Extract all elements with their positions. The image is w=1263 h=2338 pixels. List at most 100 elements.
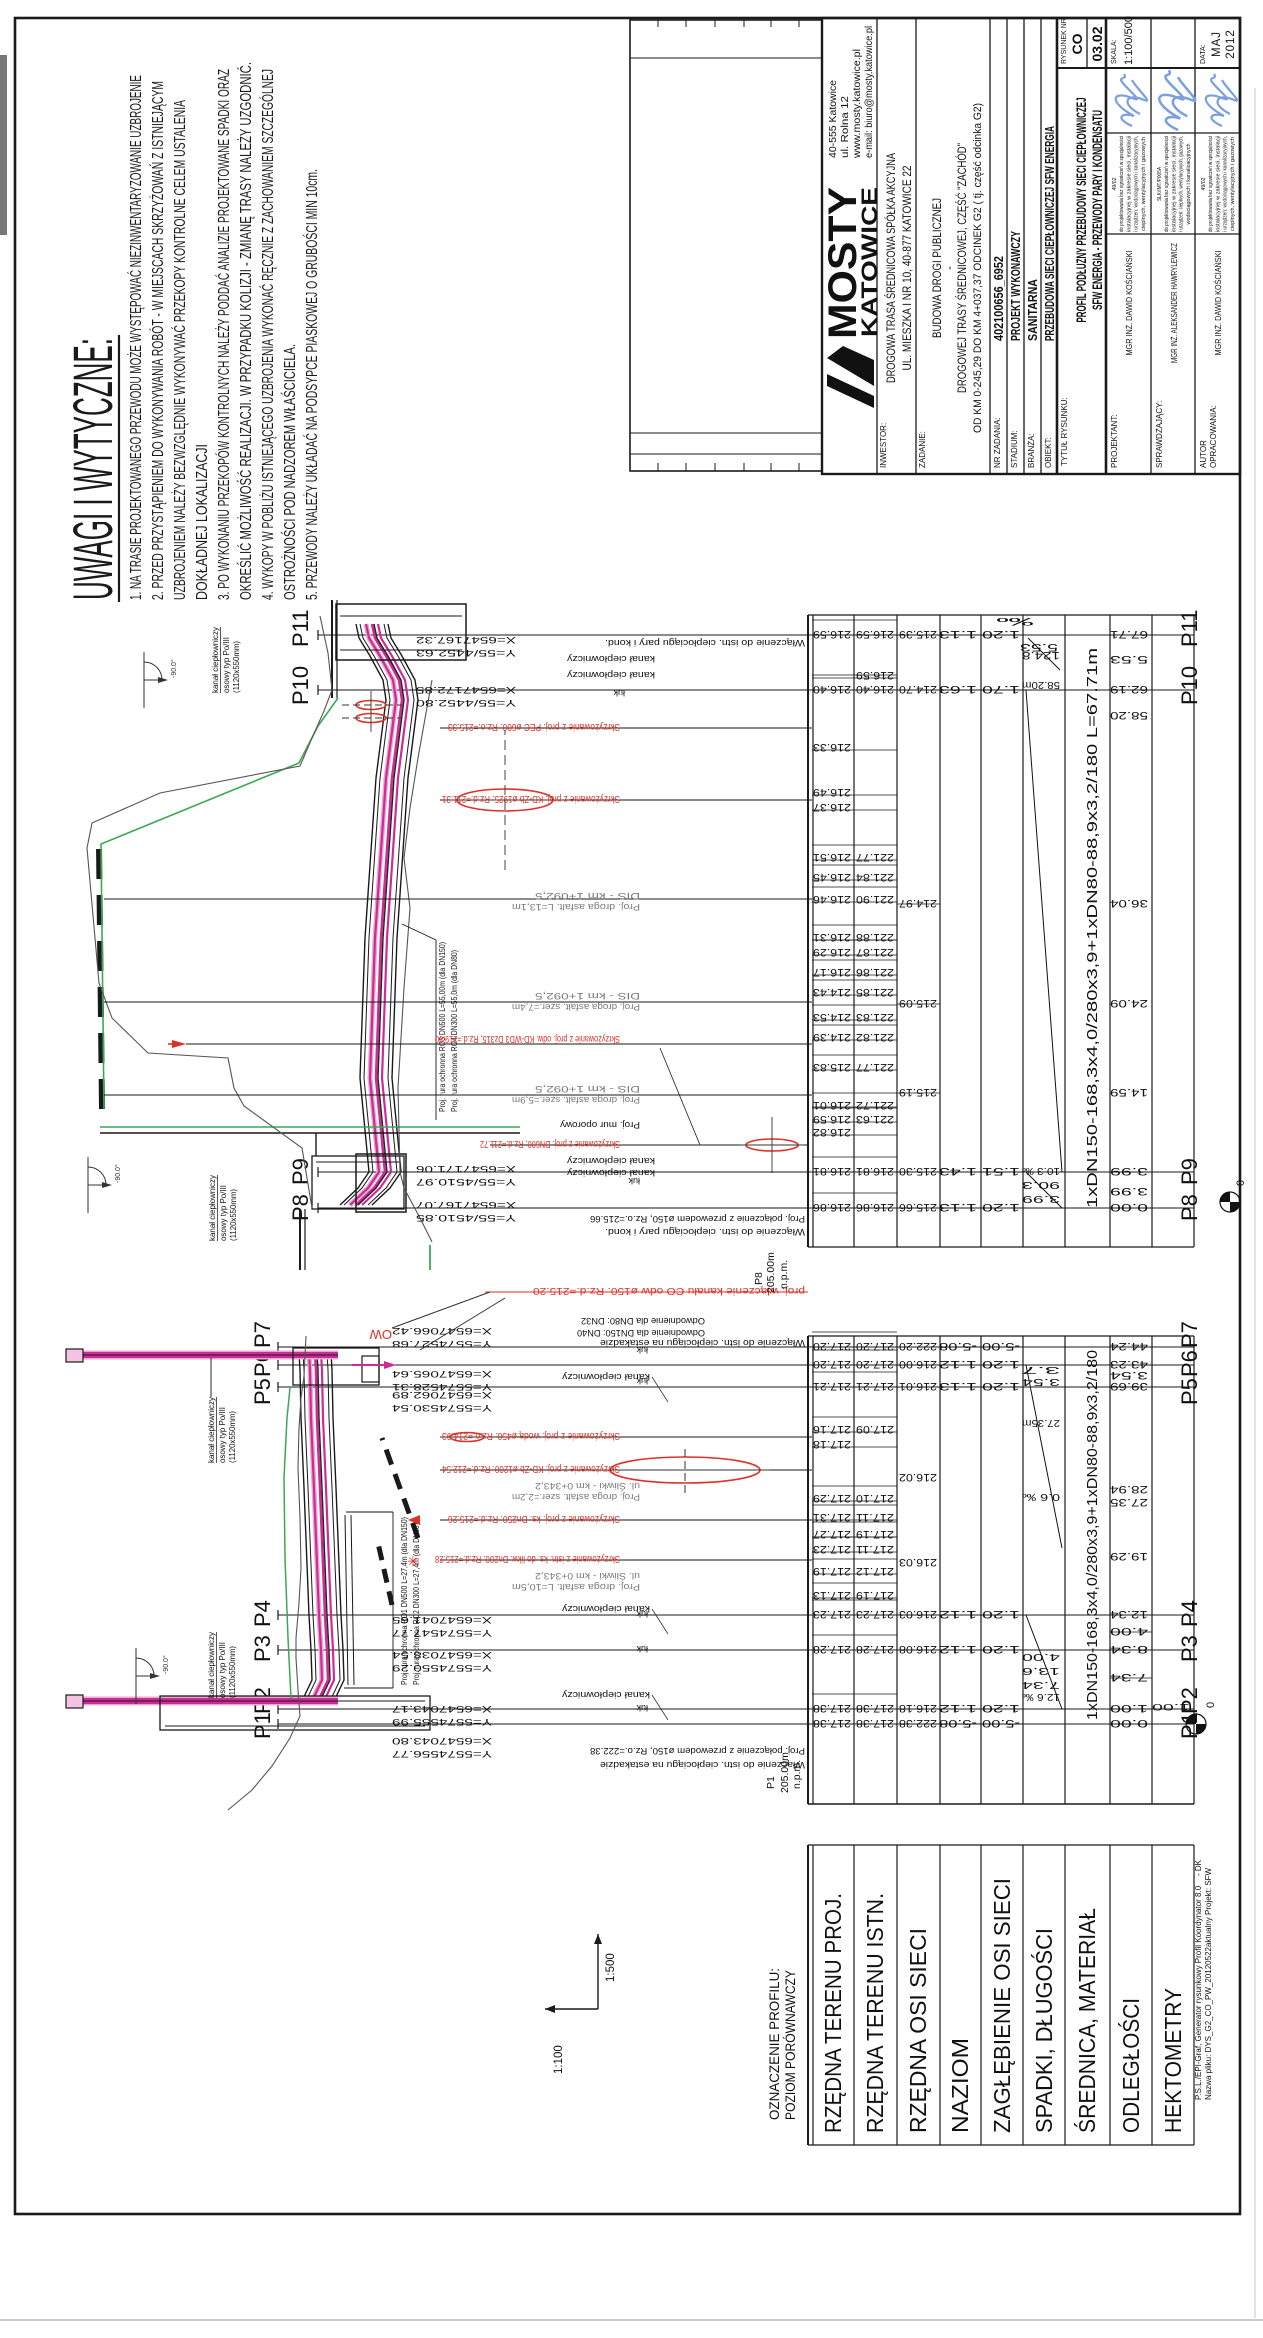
svg-text:216.45: 216.45	[813, 871, 851, 883]
svg-text:1.00: 1.00	[1110, 1702, 1148, 1714]
svg-text:n.p.m.: n.p.m.	[778, 1260, 790, 1289]
svg-text:217.18: 217.18	[813, 1438, 851, 1450]
svg-text:e-mail: biuro@mosty.katowice.p: e-mail: biuro@mosty.katowice.pl	[863, 26, 875, 158]
svg-text:kanał ciepłowniczy: kanał ciepłowniczy	[211, 627, 220, 693]
svg-text:215.66: 215.66	[899, 1201, 937, 1213]
svg-text:44.24: 44.24	[1110, 1340, 1148, 1352]
svg-text:Proj. rura ochronna RO1 DN500: Proj. rura ochronna RO1 DN500 L=27,4m (d…	[400, 1517, 409, 1685]
svg-text:P7: P7	[1177, 1321, 1202, 1348]
svg-text:217.27: 217.27	[813, 1528, 851, 1540]
svg-text:221.77: 221.77	[856, 851, 894, 863]
svg-text:216.86: 216.86	[856, 1201, 894, 1213]
svg-text:214.39: 214.39	[813, 1031, 851, 1043]
svg-text:216.40: 216.40	[856, 683, 894, 695]
svg-text:0.6 ‰: 0.6 ‰	[1022, 1491, 1060, 1502]
svg-text:MGR INŻ. ALEKSANDER HAWRYLEWIC: MGR INŻ. ALEKSANDER HAWRYLEWICZ	[1169, 243, 1179, 363]
svg-text:1.51: 1.51	[982, 1165, 1020, 1177]
svg-text:instalacyjnej w zakresie sieci: instalacyjnej w zakresie sieci, instalac…	[1215, 136, 1221, 232]
svg-text:1.63: 1.63	[939, 683, 977, 695]
svg-text:DROGOWEJ TRASY ŚREDNICOWEJ, CZ: DROGOWEJ TRASY ŚREDNICOWEJ, CZĘŚĆ "ZACHÓ…	[956, 143, 969, 393]
svg-text:Nazwa pliku: DYS_G2_CO_PW_2012: Nazwa pliku: DYS_G2_CO_PW_20120522aktual…	[1204, 1867, 1213, 2100]
svg-text:4.00: 4.00	[1110, 1625, 1148, 1637]
svg-text:MAJ: MAJ	[1211, 31, 1223, 57]
svg-text:216.51: 216.51	[813, 851, 851, 863]
svg-text:1.20: 1.20	[982, 1608, 1020, 1620]
svg-text:P9: P9	[288, 1158, 313, 1185]
svg-text:221.90: 221.90	[856, 893, 894, 905]
svg-text:-: -	[944, 266, 956, 270]
svg-text:X=6547062.89: X=6547062.89	[392, 1390, 492, 1400]
svg-text:1.00: 1.00	[1152, 1702, 1190, 1712]
svg-text:Proj. rura ochronna RO3 DN500: Proj. rura ochronna RO3 DN500 L=55,00m (…	[438, 942, 447, 1112]
svg-text:SPRAWDZAJĄCY:: SPRAWDZAJĄCY:	[1155, 401, 1164, 468]
svg-text:kanał ciepłowniczy: kanał ciepłowniczy	[562, 1603, 650, 1614]
svg-text:Proj. rura ochronna RO2 DN300: Proj. rura ochronna RO2 DN300 L=27,4m (d…	[412, 1523, 421, 1685]
svg-text:Y=55/4452.63: Y=55/4452.63	[416, 648, 516, 658]
svg-text:Skrzyżowanie z proj. KD-Zb ø19: Skrzyżowanie z proj. KD-Zb ø1925. Rz.d.=…	[442, 793, 620, 805]
svg-text:OPRACOWANIA:: OPRACOWANIA:	[1209, 405, 1218, 468]
svg-text:217.28: 217.28	[856, 1643, 894, 1655]
svg-text:OD KM 0-245,29 DO KM 4+037,37: OD KM 0-245,29 DO KM 4+037,37 ODCINEK G2…	[972, 103, 984, 433]
svg-text:DIS - km 1+092,5: DIS - km 1+092,5	[535, 1083, 640, 1094]
svg-text:221.82: 221.82	[856, 1031, 894, 1043]
svg-text:1.12: 1.12	[939, 1702, 977, 1714]
svg-text:217.38: 217.38	[856, 1717, 894, 1729]
svg-text:1.20: 1.20	[982, 628, 1020, 640]
svg-text:8.34: 8.34	[1110, 1643, 1148, 1655]
svg-text:5.53: 5.53	[1110, 653, 1148, 665]
svg-text:instalacyjnej w zakresie sieci: instalacyjnej w zakresie sieci, instalac…	[1126, 136, 1132, 232]
svg-text:P10: P10	[1177, 666, 1202, 705]
svg-text:DATA:: DATA:	[1200, 44, 1207, 64]
svg-text:5. PRZEWODY NALEŻY UKŁADAĆ NA: 5. PRZEWODY NALEŻY UKŁADAĆ NA PODSYPCE P…	[302, 169, 321, 600]
svg-text:216.37: 216.37	[813, 801, 851, 813]
svg-text:Y=5574530.54: Y=5574530.54	[392, 1403, 492, 1413]
svg-text:217.11: 217.11	[856, 1511, 894, 1523]
svg-text:27.35m: 27.35m	[1022, 1417, 1060, 1428]
svg-text:216.08: 216.08	[899, 1643, 937, 1655]
svg-text:(1120x550mm): (1120x550mm)	[228, 1411, 237, 1463]
svg-text:P10: P10	[288, 666, 313, 705]
svg-text:216.00: 216.00	[899, 1358, 937, 1370]
svg-text:Y=5574550.29: Y=5574550.29	[392, 1663, 492, 1673]
svg-text:PROFIL PODŁUZNY PRZEBUDOWY SIE: PROFIL PODŁUZNY PRZEBUDOWY SIECI CIEPŁOW…	[1074, 98, 1089, 323]
svg-text:RYSUNEK NR:: RYSUNEK NR:	[1061, 16, 1068, 64]
svg-text:216.81: 216.81	[813, 1165, 851, 1177]
svg-text:P7: P7	[250, 1321, 275, 1348]
svg-text:ŚREDNICA, MATERIAŁ: ŚREDNICA, MATERIAŁ	[1073, 1908, 1100, 2133]
svg-text:216.59: 216.59	[813, 628, 851, 640]
svg-text:Proj. droga asfalt. L=13,1m: Proj. droga asfalt. L=13,1m	[512, 901, 640, 912]
svg-text:(1120x550mm): (1120x550mm)	[229, 1189, 238, 1241]
svg-text:Skrzyżowanie z proj. wodą ø450: Skrzyżowanie z proj. wodą ø450. Rz.o.=21…	[442, 1430, 620, 1442]
svg-text:Proj. droga asfalt. szer.=7,4m: Proj. droga asfalt. szer.=7,4m	[512, 1001, 640, 1012]
svg-text:1. NA TRASIE PROJEKTOWANEGO PR: 1. NA TRASIE PROJEKTOWANEGO PRZEWODU MOŻ…	[126, 75, 145, 600]
svg-text:i urządzeń: wodociągowych i ka: i urządzeń: wodociągowych i kanalizacyjn…	[1134, 136, 1140, 232]
svg-text:1.13: 1.13	[939, 628, 977, 640]
svg-text:Y=55/4510.97: Y=55/4510.97	[416, 1177, 516, 1187]
svg-text:łuk: łuk	[628, 1176, 640, 1186]
svg-text:216.31: 216.31	[813, 931, 851, 943]
svg-text:12.6 ‰: 12.6 ‰	[1022, 1691, 1060, 1702]
svg-text:39.69: 39.69	[1110, 1380, 1148, 1392]
svg-text:5.53: 5.53	[1020, 641, 1058, 653]
svg-text:✳: ✳	[405, 1555, 421, 1567]
svg-text:Skrzyżowanie z proj. DN600, Rz: Skrzyżowanie z proj. DN600, Rz.d.=211.72	[480, 1138, 620, 1150]
svg-text:i urządzeń: cieplnych, wentyla: i urządzeń: cieplnych, wentylacyjnych, g…	[1179, 136, 1185, 232]
svg-text:kanał ciepłowniczy: kanał ciepłowniczy	[567, 669, 655, 680]
svg-text:INWESTOR:: INWESTOR:	[879, 423, 888, 468]
svg-text:AUTOR: AUTOR	[1199, 440, 1208, 468]
svg-text:1.70: 1.70	[982, 683, 1020, 695]
svg-text:14.59: 14.59	[1110, 1086, 1148, 1098]
svg-text:1:100/500: 1:100/500	[1123, 16, 1135, 65]
svg-text:ZADANIE:: ZADANIE:	[918, 431, 927, 468]
svg-text:216.18: 216.18	[899, 1702, 937, 1714]
svg-text:Skrzyżowanie z proj. PEC ø600.: Skrzyżowanie z proj. PEC ø600. Rz.o.=215…	[448, 721, 620, 733]
svg-text:58.20: 58.20	[1110, 709, 1148, 721]
svg-text:4. WYKOPY W POBLIŻU ISTNIEJĄCE: 4. WYKOPY W POBLIŻU ISTNIEJĄCEGO UZBROJE…	[258, 69, 277, 600]
svg-text:BUDOWA DROGI PUBLICZNEJ: BUDOWA DROGI PUBLICZNEJ	[932, 198, 944, 338]
svg-text:łuk: łuk	[636, 1376, 648, 1386]
svg-text:kanał ciepłowniczy: kanał ciepłowniczy	[207, 1397, 216, 1463]
svg-text:2012: 2012	[1225, 29, 1237, 59]
svg-text:40-555 Katowice: 40-555 Katowice	[827, 80, 839, 158]
svg-text:DROGOWA TRASA ŚREDNICOWA SPÓŁK: DROGOWA TRASA ŚREDNICOWA SPÓŁKA AKCYJNA	[885, 153, 898, 383]
svg-text:214.97: 214.97	[899, 897, 937, 909]
